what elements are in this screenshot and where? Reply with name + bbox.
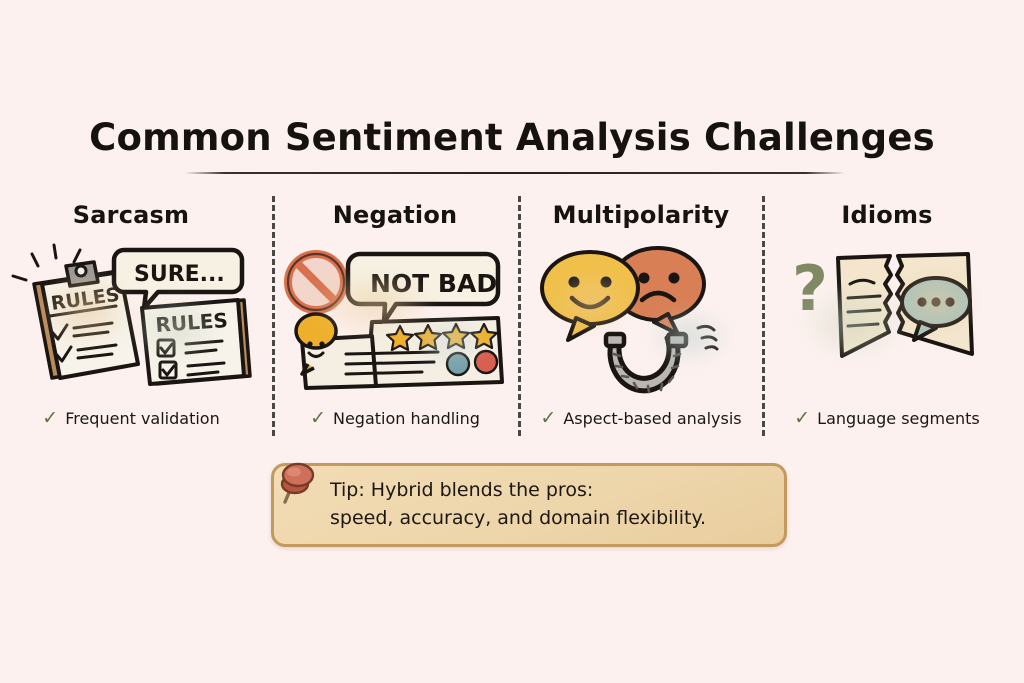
caption-text: Language segments [817,408,980,428]
check-icon: ✓ [310,406,326,429]
caption-text: Frequent validation [65,408,220,428]
caption-sarcasm: ✓ Frequent validation [8,404,254,432]
caption-multipolarity: ✓ Aspect-based analysis [518,404,764,432]
check-icon: ✓ [540,406,557,429]
pushpin-icon [280,462,315,504]
multipolarity-illustration [518,236,764,396]
watercolor-smudge [530,254,752,379]
column-heading-idioms: Idioms [841,201,933,229]
column-negation: Negation NOT BAD [272,200,518,440]
idioms-illustration: ? [764,236,1010,396]
column-divider-1 [272,196,275,436]
caption-text: Aspect-based analysis [563,408,742,428]
column-divider-3 [762,196,765,436]
sarcasm-illustration: RULES SURE... RULES [8,236,254,396]
column-sarcasm: Sarcasm RULES [8,200,254,440]
watercolor-smudge [284,254,506,379]
tip-line-2: speed, accuracy, and domain flexibility. [330,507,707,529]
tip-card: Tip: Hybrid blends the pros: speed, accu… [271,463,787,547]
tip-line-1: Tip: Hybrid blends the pros: [330,479,594,501]
column-multipolarity: Multipolarity [518,200,764,440]
column-heading-sarcasm: Sarcasm [72,201,190,229]
caption-text: Negation handling [332,408,480,428]
tip-text: Tip: Hybrid blends the pros: speed, accu… [330,476,770,532]
column-heading-multipolarity: Multipolarity [552,201,730,229]
negation-illustration: NOT BAD [272,236,518,396]
title-underline [185,172,845,174]
page-title: Common Sentiment Analysis Challenges [89,116,935,159]
check-icon: ✓ [42,406,59,429]
column-idioms: Idioms ? [764,200,1010,440]
column-heading-negation: Negation [332,201,458,229]
watercolor-smudge [776,254,998,379]
check-icon: ✓ [794,406,811,429]
caption-idioms: ✓ Language segments [764,404,1010,432]
watercolor-smudge [20,254,242,379]
column-divider-2 [518,196,521,436]
caption-negation: ✓ Negation handling [272,404,518,432]
